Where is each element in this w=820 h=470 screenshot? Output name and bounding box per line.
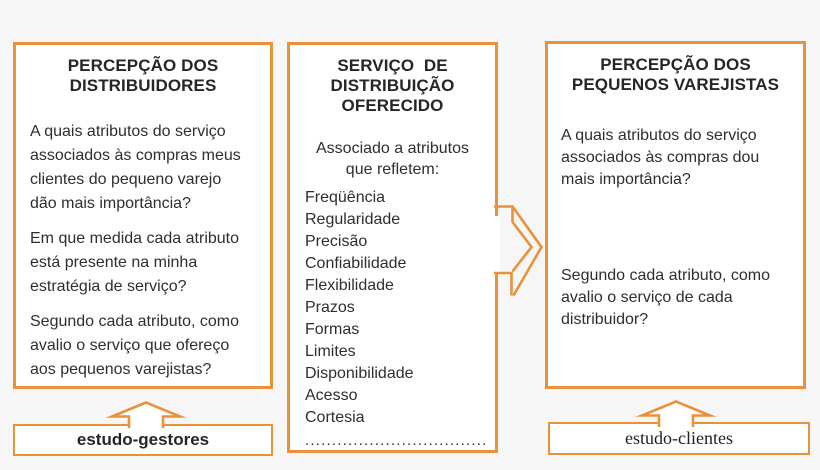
attribute-item: Prazos xyxy=(305,299,355,316)
distributors-question-2: Em que medida cada atributo está present… xyxy=(30,230,240,295)
attributes-list: Freqüência Regularidade Precisão Confiab… xyxy=(290,187,495,429)
distributors-question-1: A quais atributos do serviço associados … xyxy=(30,123,241,212)
attribute-item: Freqüência xyxy=(305,189,386,206)
service-box-title: SERVIÇO DE DISTRIBUIÇÃO OFERECIDO xyxy=(330,56,455,115)
retailers-perception-box: PERCEPÇÃO DOS PEQUENOS VAREJISTAS A quai… xyxy=(545,41,806,389)
retailers-question-2: Segundo cada atributo, como avalio o ser… xyxy=(561,267,771,328)
attribute-item: Confiabilidade xyxy=(305,255,407,272)
attribute-item: Acesso xyxy=(305,387,358,404)
estudo-gestores-label: estudo-gestores xyxy=(76,430,210,449)
flow-right-arrow-icon xyxy=(494,205,544,297)
retailers-box-title: PERCEPÇÃO DOS PEQUENOS VAREJISTAS xyxy=(571,55,780,94)
distribution-service-box: SERVIÇO DE DISTRIBUIÇÃO OFERECIDO Associ… xyxy=(287,42,498,453)
distributors-perception-box: PERCEPÇÃO DOS DISTRIBUIDORES A quais atr… xyxy=(13,42,273,389)
attribute-item: Regularidade xyxy=(305,211,401,228)
service-box-subtitle: Associado a atributos que refletem: xyxy=(316,140,469,178)
attribute-item: Precisão xyxy=(305,233,368,250)
attribute-item: Flexibilidade xyxy=(305,277,394,294)
estudo-clientes-box: estudo-clientes xyxy=(548,422,810,455)
attribute-item: Formas xyxy=(305,321,360,338)
distributors-question-3: Segundo cada atributo, como avalio o ser… xyxy=(30,313,240,378)
ellipsis-placeholder: .................................. xyxy=(305,432,488,449)
attribute-item: Disponibilidade xyxy=(305,365,414,382)
distributors-box-title: PERCEPÇÃO DOS DISTRIBUIDORES xyxy=(67,56,219,95)
estudo-clientes-label: estudo-clientes xyxy=(625,428,733,448)
attribute-item: Cortesia xyxy=(305,409,365,426)
attribute-item: Limites xyxy=(305,343,356,360)
retailers-question-1: A quais atributos do serviço associados … xyxy=(561,127,760,188)
estudo-gestores-box: estudo-gestores xyxy=(13,424,273,456)
